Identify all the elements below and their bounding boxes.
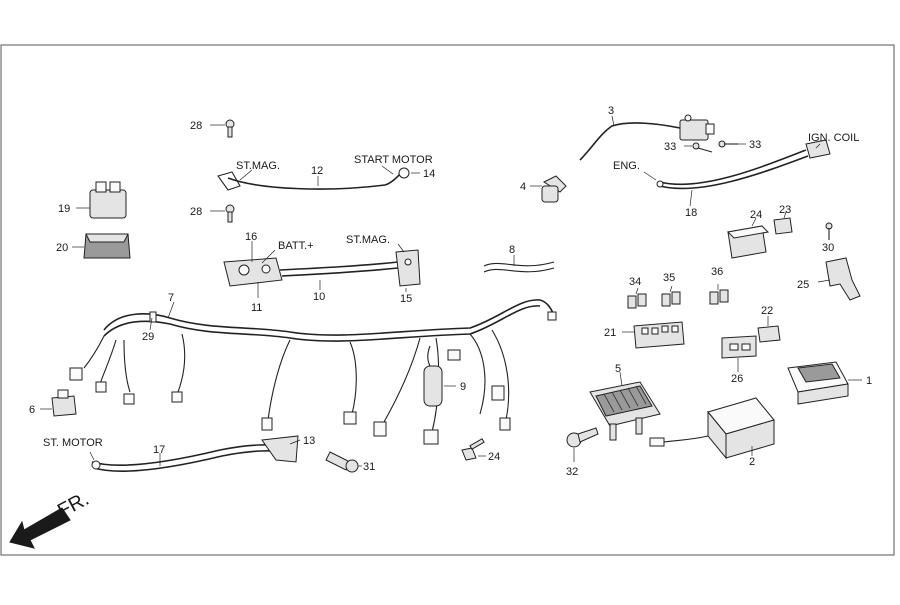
callout-35: 35 bbox=[663, 272, 675, 284]
part-19-starter-relay bbox=[76, 181, 127, 219]
callout-21: 21 bbox=[604, 327, 616, 339]
part-24-bolt bbox=[461, 438, 486, 461]
part-26-connector bbox=[721, 335, 757, 372]
part-23-connector bbox=[773, 211, 793, 235]
callout-3: 3 bbox=[608, 105, 614, 117]
callout-31: 31 bbox=[363, 461, 375, 473]
part-28-bolt-top bbox=[210, 119, 235, 138]
callout-1: 1 bbox=[866, 375, 872, 387]
callout-13: 13 bbox=[303, 435, 315, 447]
label-st-mag-upper: ST.MAG. bbox=[236, 160, 280, 172]
part-20-relay-cover bbox=[72, 233, 131, 259]
part-4-spark-plug-cap bbox=[530, 175, 567, 203]
part-31-bolt bbox=[325, 451, 362, 473]
part-10-battery-cable bbox=[223, 241, 421, 298]
part-24-relay bbox=[726, 217, 770, 259]
callout-18: 18 bbox=[685, 207, 697, 219]
part-8-tape bbox=[483, 255, 555, 273]
label-st-motor: ST. MOTOR bbox=[43, 437, 103, 449]
part-25-bracket bbox=[817, 257, 861, 301]
part-21-fuse-box bbox=[622, 321, 685, 349]
label-st-mag-lower: ST.MAG. bbox=[346, 234, 390, 246]
part-33-screw-b bbox=[718, 140, 746, 148]
callout-11: 11 bbox=[251, 302, 262, 314]
callout-25: 25 bbox=[797, 279, 809, 291]
part-1-holder bbox=[787, 361, 862, 405]
callout-10: 10 bbox=[313, 291, 325, 303]
callout-14: 14 bbox=[423, 168, 435, 180]
callout-19: 19 bbox=[58, 203, 70, 215]
label-batt-plus: BATT.+ bbox=[278, 240, 314, 252]
callout-15: 15 bbox=[400, 293, 412, 305]
callout-33-right: 33 bbox=[749, 139, 761, 151]
callout-7: 7 bbox=[168, 292, 174, 304]
callout-29: 29 bbox=[142, 331, 154, 343]
callout-8: 8 bbox=[509, 244, 515, 256]
callout-32: 32 bbox=[566, 466, 578, 478]
callout-12: 12 bbox=[311, 165, 323, 177]
part-12-cable bbox=[217, 165, 420, 191]
part-5-regulator-rectifier bbox=[589, 371, 661, 441]
part-17-starter-cable bbox=[89, 435, 301, 472]
callout-17: 17 bbox=[153, 444, 165, 456]
part-2-cdi-unit bbox=[649, 397, 775, 460]
callout-26: 26 bbox=[731, 373, 743, 385]
callout-20: 20 bbox=[56, 242, 68, 254]
part-32-bolt bbox=[566, 427, 599, 462]
part-18-ignition-cable bbox=[643, 139, 831, 207]
diagram-frame bbox=[0, 44, 895, 556]
callout-33-left: 33 bbox=[664, 141, 676, 153]
part-3-ignition-coil bbox=[579, 114, 715, 161]
part-35-fuse bbox=[661, 285, 681, 307]
callout-4: 4 bbox=[520, 181, 526, 193]
part-7-main-harness bbox=[69, 299, 557, 445]
part-28-bolt-bottom bbox=[210, 204, 235, 223]
callout-28-bottom: 28 bbox=[190, 206, 202, 218]
callout-34: 34 bbox=[629, 276, 641, 288]
callout-22: 22 bbox=[761, 305, 773, 317]
callout-9: 9 bbox=[460, 381, 466, 393]
part-33-screw-a bbox=[684, 142, 713, 153]
part-34-fuse bbox=[627, 287, 647, 309]
callout-24-relay: 24 bbox=[750, 209, 762, 221]
callout-30: 30 bbox=[822, 242, 834, 254]
callout-2: 2 bbox=[749, 456, 755, 468]
part-22-connector bbox=[757, 316, 781, 343]
part-6-connector bbox=[40, 389, 77, 417]
label-start-motor: START MOTOR bbox=[354, 154, 433, 166]
callout-5: 5 bbox=[615, 363, 621, 375]
part-30-screw bbox=[825, 222, 833, 240]
callout-36: 36 bbox=[711, 266, 723, 278]
callout-16: 16 bbox=[245, 231, 257, 243]
label-ign-coil: IGN. COIL bbox=[808, 132, 859, 144]
part-9-sub-harness bbox=[423, 345, 461, 407]
callout-24-bolt: 24 bbox=[488, 451, 500, 463]
label-eng: ENG. bbox=[613, 160, 640, 172]
part-36-fuse bbox=[709, 284, 729, 305]
callout-23: 23 bbox=[779, 204, 791, 216]
callout-28-top: 28 bbox=[190, 120, 202, 132]
callout-6: 6 bbox=[29, 404, 35, 416]
front-direction-arrow bbox=[9, 507, 71, 549]
